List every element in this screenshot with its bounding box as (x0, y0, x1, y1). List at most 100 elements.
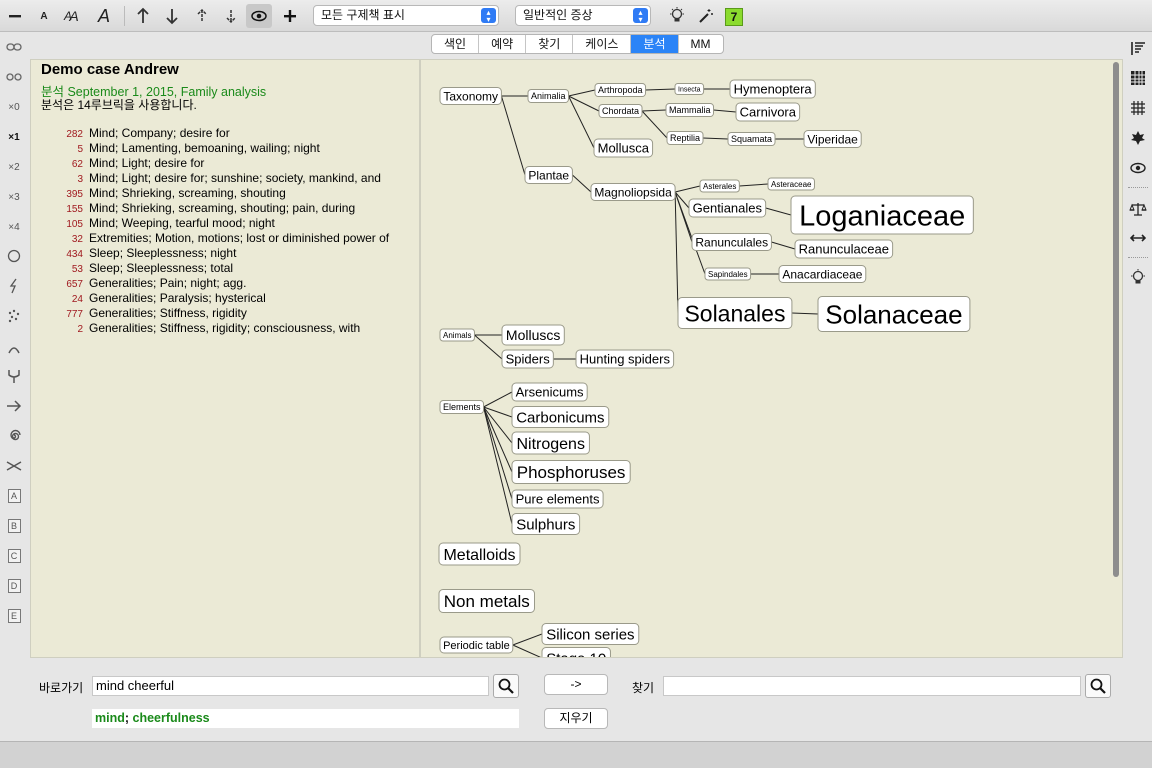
link-icon[interactable] (4, 37, 24, 57)
tree-node-periodic-table[interactable]: Periodic table (439, 636, 514, 654)
weight-4-button[interactable]: ×4 (8, 221, 20, 233)
scales-icon[interactable] (1128, 199, 1148, 219)
tree-node-squamata[interactable]: Squamata (727, 132, 776, 146)
goto-arrow-button[interactable]: -> (544, 674, 608, 695)
spiral-icon[interactable] (4, 426, 24, 446)
tree-node-nitrogens[interactable]: Nitrogens (511, 431, 590, 455)
tree-node-plantae[interactable]: Plantae (524, 166, 573, 184)
tree-node-viperidae[interactable]: Viperidae (803, 130, 862, 148)
tree-node-anacardiaceae[interactable]: Anacardiaceae (778, 265, 867, 283)
weight-2-button[interactable]: ×2 (8, 161, 20, 173)
tree-node-molluscs[interactable]: Molluscs (501, 324, 565, 346)
tree-node-arsenicums[interactable]: Arsenicums (511, 382, 588, 402)
lightbulb-icon[interactable] (666, 4, 688, 28)
tree-node-solanales[interactable]: Solanales (677, 297, 793, 329)
lightbulb-icon[interactable] (1128, 268, 1148, 288)
expand-horizontal-icon[interactable] (1128, 228, 1148, 248)
magic-wand-icon[interactable] (695, 4, 717, 28)
unlink-icon[interactable] (4, 67, 24, 87)
tree-node-carnivora[interactable]: Carnivora (735, 102, 801, 122)
weight-3-button[interactable]: ×3 (8, 191, 20, 203)
tree-node-taxonomy[interactable]: Taxonomy (439, 87, 502, 105)
plus-icon[interactable] (279, 4, 301, 28)
minus-icon[interactable] (4, 4, 26, 28)
tab-book[interactable]: 예약 (479, 35, 527, 53)
tree-node-magnoliopsida[interactable]: Magnoliopsida (590, 183, 676, 201)
tree-node-hymenoptera[interactable]: Hymenoptera (729, 79, 816, 99)
tree-node-asterales[interactable]: Asterales (699, 179, 740, 193)
arrow-up-icon[interactable] (132, 4, 154, 28)
tree-node-hunting-spiders[interactable]: Hunting spiders (575, 349, 675, 369)
grid-icon[interactable] (1128, 98, 1148, 118)
tree-node-spiders[interactable]: Spiders (501, 349, 554, 369)
arrow-down-icon[interactable] (161, 4, 183, 28)
tree-node-silicon-series[interactable]: Silicon series (541, 623, 640, 645)
weight-1-button[interactable]: ×1 (8, 131, 20, 143)
clear-button[interactable]: 지우기 (544, 708, 608, 729)
tree-node-gentianales[interactable]: Gentianales (688, 198, 767, 218)
tab-case[interactable]: 케이스 (573, 35, 632, 53)
tab-index[interactable]: 색인 (432, 35, 480, 53)
arrow-right-icon[interactable] (4, 396, 24, 416)
grid-dense-icon[interactable] (1128, 68, 1148, 88)
count-badge[interactable]: 7 (725, 8, 743, 26)
tree-node-ranunculaceae[interactable]: Ranunculaceae (794, 239, 894, 259)
filter-a-button[interactable]: A (4, 486, 24, 506)
filter-e-button[interactable]: E (4, 606, 24, 626)
tree-node-stage-10[interactable]: Stage 10 (541, 647, 611, 659)
arc-icon[interactable] (4, 339, 24, 359)
tab-analysis[interactable]: 분석 (631, 35, 679, 53)
tree-node-phosphoruses[interactable]: Phosphoruses (511, 460, 631, 484)
tree-node-pure-elements[interactable]: Pure elements (511, 489, 604, 509)
vertical-scrollbar[interactable] (1113, 62, 1119, 577)
tree-node-sapindales[interactable]: Sapindales (704, 267, 752, 281)
eye-icon[interactable] (246, 4, 272, 28)
tree-node-asteraceae[interactable]: Asteraceae (767, 177, 815, 191)
font-smallest-button[interactable]: A (40, 10, 48, 22)
eye-icon[interactable] (1128, 158, 1148, 178)
arrow-up-small-icon[interactable] (191, 4, 213, 28)
arrow-down-small-icon[interactable] (220, 4, 242, 28)
symptom-filter-select[interactable]: 일반적인 증상 ▴▾ (515, 5, 651, 26)
tree-node-reptilia[interactable]: Reptilia (666, 131, 704, 145)
tree-node-loganiaceae[interactable]: Loganiaceae (790, 195, 974, 235)
goto-input[interactable]: mind cheerful (92, 676, 489, 696)
tree-node-mammalia[interactable]: Mammalia (665, 103, 715, 117)
font-small-button[interactable]: A (63, 9, 72, 23)
tab-mm[interactable]: MM (690, 37, 711, 51)
goto-suggestion[interactable]: mind; cheerfulness (92, 709, 519, 728)
tree-node-elements[interactable]: Elements (439, 400, 485, 414)
tree-node-chordata[interactable]: Chordata (598, 104, 643, 118)
tree-node-arthropoda[interactable]: Arthropoda (594, 83, 647, 97)
lightning-icon[interactable] (4, 276, 24, 296)
fork-icon[interactable] (4, 366, 24, 386)
find-input[interactable] (663, 676, 1081, 696)
tree-node-mollusca[interactable]: Mollusca (593, 138, 654, 158)
tree-node-sulphurs[interactable]: Sulphurs (511, 513, 581, 535)
tree-node-non-metals[interactable]: Non metals (438, 589, 535, 613)
filter-c-button[interactable]: C (4, 546, 24, 566)
font-medium-button[interactable]: A (69, 8, 79, 24)
remedy-filter-select[interactable]: 모든 구제책 표시 ▴▾ (313, 5, 499, 26)
filter-d-button[interactable]: D (4, 576, 24, 596)
tree-node-ranunculales[interactable]: Ranunculales (691, 233, 772, 251)
scissors-icon[interactable] (4, 456, 24, 476)
font-large-button[interactable]: A (97, 5, 110, 26)
leaf-icon[interactable] (1128, 128, 1148, 148)
weight-0-button[interactable]: ×0 (8, 101, 20, 113)
tree-node-solanaceae[interactable]: Solanaceae (817, 296, 971, 332)
tree-node-insecta[interactable]: Insecta (674, 83, 705, 95)
